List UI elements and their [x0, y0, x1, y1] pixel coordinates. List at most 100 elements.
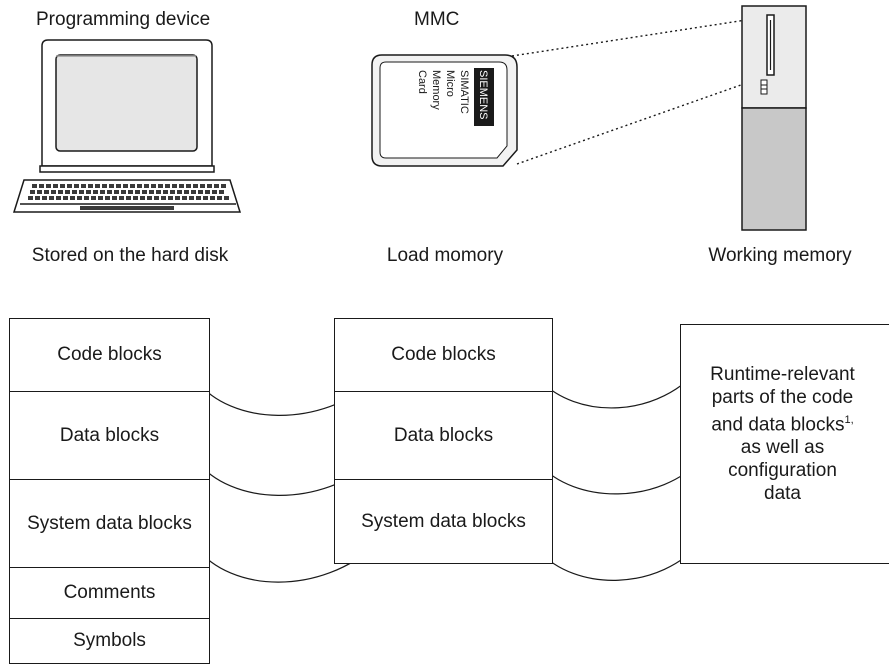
keyboard-key: [30, 190, 35, 194]
hard-disk-block-list: Code blocks Data blocks System data bloc…: [9, 318, 210, 664]
wm-line-2: parts of the code: [711, 387, 854, 408]
keyboard-key: [179, 184, 184, 188]
keyboard-key: [44, 190, 49, 194]
hd-comments: Comments: [10, 568, 209, 619]
keyboard-key: [142, 190, 147, 194]
keyboard-key: [168, 196, 173, 200]
keyboard-key: [49, 196, 54, 200]
keyboard-key: [200, 184, 205, 188]
hd-system-data-blocks: System data blocks: [10, 480, 209, 568]
keyboard-key: [191, 190, 196, 194]
mmc-line-4: Card: [416, 70, 428, 94]
keyboard-key: [105, 196, 110, 200]
keyboard-key: [186, 184, 191, 188]
keyboard-key: [60, 184, 65, 188]
keyboard-key: [210, 196, 215, 200]
keyboard-key: [53, 184, 58, 188]
keyboard-key: [130, 184, 135, 188]
keyboard-key: [46, 184, 51, 188]
keyboard-key: [112, 196, 117, 200]
keyboard-key: [35, 196, 40, 200]
load-memory-caption: Load momory: [386, 245, 504, 266]
keyboard-key: [198, 190, 203, 194]
keyboard-key: [95, 184, 100, 188]
keyboard-key: [165, 184, 170, 188]
keyboard-key: [193, 184, 198, 188]
keyboard-key: [184, 190, 189, 194]
mmc-line-1: SIMATIC: [458, 70, 470, 114]
keyboard-key: [133, 196, 138, 200]
keyboard-key: [91, 196, 96, 200]
keyboard-key: [72, 190, 77, 194]
arrow-system-to-work: [537, 538, 705, 581]
keyboard-key: [140, 196, 145, 200]
keyboard-key: [39, 184, 44, 188]
keyboard-key: [88, 184, 93, 188]
keyboard-key: [175, 196, 180, 200]
keyboard-key: [149, 190, 154, 194]
keyboard-key: [224, 196, 229, 200]
cpu-module-icon: [741, 5, 807, 231]
keyboard-key: [212, 190, 217, 194]
keyboard-key: [51, 190, 56, 194]
keyboard-key: [77, 196, 82, 200]
wm-line-5: configuration: [728, 460, 837, 482]
keyboard-key: [119, 196, 124, 200]
keyboard-key: [121, 190, 126, 194]
keyboard-key: [156, 190, 161, 194]
mmc-insertion-lines: [511, 15, 773, 165]
keyboard-key: [84, 196, 89, 200]
mmc-line-3: Memory: [430, 70, 442, 110]
mmc-card-icon: [371, 54, 518, 167]
keyboard-key: [28, 196, 33, 200]
wm-line-1: Runtime-relevant: [710, 364, 855, 385]
keyboard-key: [93, 190, 98, 194]
lm-code-blocks: Code blocks: [335, 319, 552, 392]
keyboard-key: [79, 190, 84, 194]
lm-system-data-blocks: System data blocks: [361, 510, 526, 532]
keyboard-key: [86, 190, 91, 194]
arrow-data-to-work: [537, 456, 705, 495]
keyboard-key: [170, 190, 175, 194]
keyboard-key: [123, 184, 128, 188]
keyboard-key: [205, 190, 210, 194]
keyboard-key: [109, 184, 114, 188]
keyboard-key: [116, 184, 121, 188]
keyboard-key: [102, 184, 107, 188]
wm-line-6: data: [764, 483, 801, 505]
keyboard-key: [151, 184, 156, 188]
keyboard-spacebar: [80, 206, 174, 210]
keyboard-key: [217, 196, 222, 200]
keyboard-key: [42, 196, 47, 200]
lm-data-blocks: Data blocks: [335, 392, 552, 480]
keyboard-key: [147, 196, 152, 200]
keyboard-key: [154, 196, 159, 200]
keyboard-keys: [28, 184, 229, 210]
keyboard-key: [203, 196, 208, 200]
keyboard-key: [144, 184, 149, 188]
keyboard-key: [56, 196, 61, 200]
keyboard-key: [221, 184, 226, 188]
keyboard-key: [163, 190, 168, 194]
hard-disk-caption: Stored on the hard disk: [31, 245, 229, 266]
keyboard-key: [107, 190, 112, 194]
working-memory-block: Runtime-relevant parts of the code and d…: [680, 324, 889, 564]
keyboard-key: [114, 190, 119, 194]
mmc-title: MMC: [414, 9, 460, 30]
keyboard-key: [161, 196, 166, 200]
mmc-card-text: SIEMENS SIMATIC Micro Memory Card: [416, 70, 489, 120]
mmc-brand-text: SIEMENS: [477, 70, 489, 120]
working-memory-caption: Working memory: [708, 245, 852, 266]
programming-device-title: Programming device: [36, 9, 211, 30]
wm-footnote: 1,: [844, 414, 854, 426]
keyboard-key: [172, 184, 177, 188]
keyboard-key: [63, 196, 68, 200]
keyboard-key: [126, 196, 131, 200]
keyboard-key: [189, 196, 194, 200]
load-memory-block-list: Code blocks Data blocks System data bloc…: [334, 318, 553, 564]
keyboard-key: [100, 190, 105, 194]
hd-data-blocks: Data blocks: [10, 392, 209, 480]
hd-symbols: Symbols: [73, 630, 146, 651]
keyboard-key: [177, 190, 182, 194]
